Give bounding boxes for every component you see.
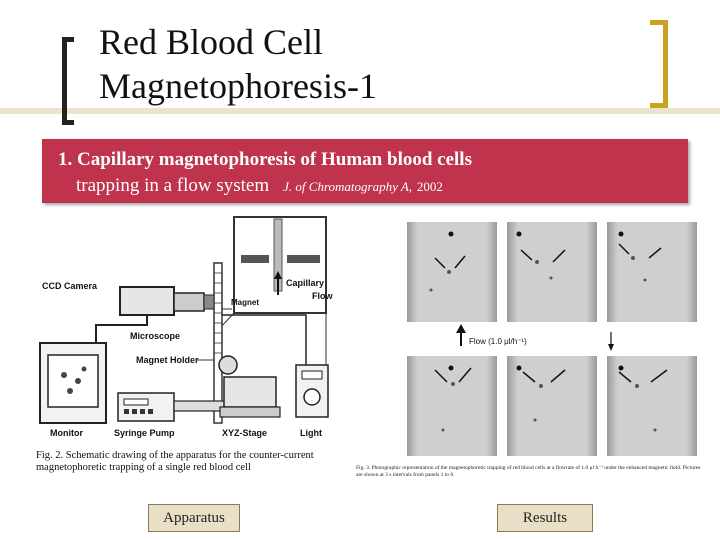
flow-arrowhead — [274, 271, 282, 279]
xyz-stage-label: XYZ-Stage — [222, 428, 267, 438]
apparatus-button[interactable]: Apparatus — [148, 504, 240, 532]
light-dial — [303, 388, 321, 406]
apparatus-schematic: Capillary Flow CCD Camera Magnet Microsc… — [39, 216, 333, 438]
microscope-body — [173, 292, 205, 312]
syringe-pump — [117, 392, 175, 422]
flow-up-arrowhead — [456, 324, 466, 333]
panel-6 — [607, 356, 697, 456]
panel-row-bottom — [407, 356, 697, 456]
results-button[interactable]: Results — [497, 504, 593, 532]
panel-4 — [407, 356, 497, 456]
slide-title-line1: Red Blood Cell — [99, 22, 323, 62]
monitor-label: Monitor — [50, 428, 83, 438]
panel-2 — [507, 222, 597, 322]
section-banner: 1. Capillary magnetophoresis of Human bl… — [42, 139, 688, 203]
xyz-stage-base — [219, 406, 281, 418]
left-bracket-decoration — [62, 37, 74, 125]
holder-knob — [218, 355, 238, 375]
stand-ticks — [214, 272, 222, 354]
pump-display — [123, 398, 149, 406]
banner-subheading-text: trapping in a flow system — [76, 175, 270, 196]
panel-3 — [607, 222, 697, 322]
pump-buttons — [124, 409, 153, 414]
flow-label: Flow — [312, 291, 333, 301]
syringe-pump-label: Syringe Pump — [114, 428, 175, 438]
magnet-right-block — [287, 255, 320, 263]
light-cable — [222, 314, 307, 365]
light-panel — [301, 370, 323, 380]
monitor-screen — [47, 354, 99, 408]
xyz-stage — [223, 376, 277, 408]
results-caption: Fig. 3. Photographic representation of t… — [356, 465, 701, 478]
slide-title: Red Blood Cell Magnetophoresis-1 — [99, 20, 377, 108]
ccd-camera-label: CCD Camera — [42, 281, 98, 291]
camera-cable — [95, 315, 148, 343]
banner-year: 2002 — [416, 179, 443, 194]
magnet-label: Magnet — [231, 298, 259, 307]
flow-rate-label: Flow (1.0 μl/h⁻¹) — [469, 337, 527, 346]
slide-title-line2: Magnetophoresis-1 — [99, 66, 377, 106]
magnet-left-block — [241, 255, 269, 263]
panel-5 — [507, 356, 597, 456]
panel-1 — [407, 222, 497, 322]
panel-row-top — [407, 222, 697, 322]
banner-heading: 1. Capillary magnetophoresis of Human bl… — [58, 149, 472, 170]
ccd-camera — [119, 286, 175, 316]
light-label: Light — [300, 428, 322, 438]
title-rule — [0, 108, 720, 114]
micrograph-panels: Flow (1.0 μl/h⁻¹) — [407, 222, 697, 456]
monitor-cell — [75, 378, 81, 384]
banner-subheading: trapping in a flow system J. of Chromatog… — [76, 175, 443, 197]
capillary-label: Capillary — [286, 278, 324, 288]
microscope-objective — [203, 294, 215, 310]
sequence-arrowhead — [608, 344, 614, 351]
monitor-cell — [61, 372, 67, 378]
apparatus-caption: Fig. 2. Schematic drawing of the apparat… — [36, 450, 314, 473]
microscope-label: Microscope — [130, 331, 180, 341]
monitor-cell — [81, 366, 87, 372]
banner-citation: J. of Chromatography A, — [283, 179, 413, 194]
right-bracket-decoration — [650, 20, 668, 108]
monitor-cell — [67, 388, 73, 394]
magnet-holder-label: Magnet Holder — [136, 355, 199, 365]
